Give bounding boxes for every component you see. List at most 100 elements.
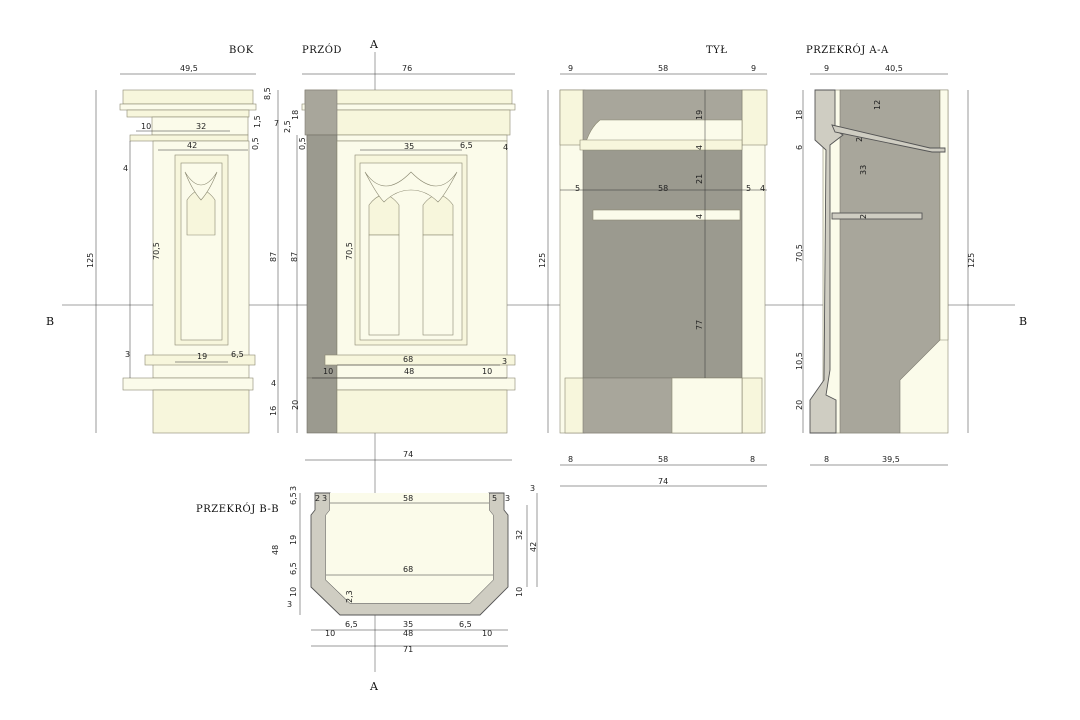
section-view-bb bbox=[310, 492, 509, 616]
dim-bb-w58: 58 bbox=[403, 494, 413, 503]
dim-przod-width-top: 76 bbox=[402, 64, 412, 73]
dim-bok-w42: 42 bbox=[187, 141, 197, 150]
dim-tyl-h4a: 4 bbox=[695, 145, 704, 150]
dim-tyl-w58b: 58 bbox=[658, 184, 668, 193]
dim-aa-h2b: 2 bbox=[859, 214, 868, 219]
dim-aa-h2a: 2 bbox=[855, 137, 864, 142]
dim-bb-d2-3: 2,3 bbox=[345, 590, 354, 603]
dim-bok-h0-5: 0,5 bbox=[251, 137, 260, 150]
dim-bok-h70-5: 70,5 bbox=[152, 242, 161, 260]
dim-bok-w19: 19 bbox=[197, 352, 207, 361]
dim-bb-h19: 19 bbox=[289, 535, 298, 545]
dim-bb-d5: 5 bbox=[492, 494, 497, 503]
dim-przod-h87: 87 bbox=[290, 252, 299, 262]
dim-aa-w40-5: 40,5 bbox=[885, 64, 903, 73]
dim-bok-w10: 10 bbox=[141, 122, 151, 131]
view-title-bok: BOK bbox=[229, 45, 254, 56]
dim-bb-d3d: 3 bbox=[530, 484, 535, 493]
dim-aa-h12: 12 bbox=[873, 100, 882, 110]
dim-bok-w3: 3 bbox=[125, 350, 130, 359]
dim-aa-h33: 33 bbox=[859, 165, 868, 175]
dim-tyl-w9l: 9 bbox=[568, 64, 573, 73]
dim-bb-h10: 10 bbox=[289, 587, 298, 597]
dim-przod-w35: 35 bbox=[404, 142, 414, 151]
dim-przod-h20: 20 bbox=[291, 400, 300, 410]
dim-tyl-w5l: 5 bbox=[575, 184, 580, 193]
dim-przod-h0-5: 0,5 bbox=[298, 137, 307, 150]
dim-bb-d6-5: 6,5 bbox=[289, 492, 298, 505]
dim-aa-w39-5: 39,5 bbox=[882, 455, 900, 464]
dim-tyl-h21: 21 bbox=[695, 174, 704, 184]
dim-aa-h20: 20 bbox=[795, 400, 804, 410]
dim-tyl-w8l: 8 bbox=[568, 455, 573, 464]
side-view-bok bbox=[119, 89, 257, 434]
dim-bb-d2: 2 bbox=[315, 494, 320, 503]
dim-bok-h16: 16 bbox=[269, 406, 278, 416]
dim-przod-w4: 4 bbox=[503, 143, 508, 152]
dim-przod-w6-5: 6,5 bbox=[460, 141, 473, 150]
axis-a-top-label: A bbox=[369, 38, 379, 51]
dim-aa-h10-5: 10,5 bbox=[795, 352, 804, 370]
dim-aa-h70-5: 70,5 bbox=[795, 244, 804, 262]
dim-tyl-w8r: 8 bbox=[750, 455, 755, 464]
dim-bok-width-top: 49,5 bbox=[180, 64, 198, 73]
dim-tyl-w5r: 5 bbox=[746, 184, 751, 193]
dim-bb-w10r: 10 bbox=[482, 629, 492, 638]
dim-bb-d3a: 3 bbox=[289, 486, 298, 491]
dimension-lines bbox=[95, 73, 969, 647]
dim-tyl-w58c: 58 bbox=[658, 455, 668, 464]
dim-przod-w48: 48 bbox=[404, 367, 414, 376]
dim-tyl-w4: 4 bbox=[760, 184, 765, 193]
dim-przod-h70-5: 70,5 bbox=[345, 242, 354, 260]
view-title-tyl: TYŁ bbox=[706, 45, 727, 56]
dim-bb-d6-5b: 6,5 bbox=[289, 562, 298, 575]
front-view-przod bbox=[301, 89, 516, 434]
dim-przod-h18: 18 bbox=[291, 110, 300, 120]
dim-aa-h18: 18 bbox=[795, 110, 804, 120]
dim-aa-w9: 9 bbox=[824, 64, 829, 73]
dim-bb-w35: 35 bbox=[403, 620, 413, 629]
dim-bb-d3c: 3 bbox=[505, 494, 510, 503]
dim-bok-w32: 32 bbox=[196, 122, 206, 131]
dim-bok-h2-5: 2,5 bbox=[283, 120, 292, 133]
dim-bb-d3b: 3 bbox=[322, 494, 327, 503]
dim-aa-h6: 6 bbox=[795, 145, 804, 150]
dim-przod-w3: 3 bbox=[502, 357, 507, 366]
dim-tyl-h125: 125 bbox=[538, 253, 547, 268]
dim-przod-w74: 74 bbox=[403, 450, 413, 459]
dim-bb-h48: 48 bbox=[271, 545, 280, 555]
dim-tyl-w9r: 9 bbox=[751, 64, 756, 73]
dim-bok-h4: 4 bbox=[271, 379, 276, 388]
dim-bok-h87: 87 bbox=[269, 252, 278, 262]
dim-tyl-w58: 58 bbox=[658, 64, 668, 73]
dim-bb-h10r: 10 bbox=[515, 587, 524, 597]
dim-bb-d3e: 3 bbox=[287, 600, 292, 609]
dim-przod-w68: 68 bbox=[403, 355, 413, 364]
dim-przod-w10l: 10 bbox=[323, 367, 333, 376]
dim-bok-w4: 4 bbox=[123, 164, 128, 173]
view-title-przod: PRZÓD bbox=[302, 44, 342, 56]
view-title-przekroj-bb: PRZEKRÓJ B-B bbox=[196, 503, 279, 515]
axis-b-left-label: B bbox=[46, 315, 54, 328]
dim-bok-w6-5: 6,5 bbox=[231, 350, 244, 359]
dim-bok-h8-5: 8,5 bbox=[263, 87, 272, 100]
dim-tyl-h4b: 4 bbox=[695, 214, 704, 219]
dim-aa-h125: 125 bbox=[967, 253, 976, 268]
dim-bb-h32: 32 bbox=[515, 530, 524, 540]
view-title-przekroj-aa: PRZEKRÓJ A-A bbox=[806, 44, 889, 56]
dim-bb-w71: 71 bbox=[403, 645, 413, 654]
axis-a-bottom-label: A bbox=[369, 680, 379, 693]
dim-tyl-h19: 19 bbox=[695, 110, 704, 120]
dim-tyl-w74: 74 bbox=[658, 477, 668, 486]
dim-bb-h42: 42 bbox=[529, 542, 538, 552]
rear-view-tyl bbox=[559, 89, 768, 434]
dim-przod-w10r: 10 bbox=[482, 367, 492, 376]
dim-bok-h1-5: 1,5 bbox=[253, 115, 262, 128]
axis-b-right-label: B bbox=[1019, 315, 1027, 328]
dim-bok-h125: 125 bbox=[86, 253, 95, 268]
dim-bb-w10l: 10 bbox=[325, 629, 335, 638]
dim-bb-w48: 48 bbox=[403, 629, 413, 638]
dim-aa-w8: 8 bbox=[824, 455, 829, 464]
section-view-aa bbox=[809, 89, 949, 434]
